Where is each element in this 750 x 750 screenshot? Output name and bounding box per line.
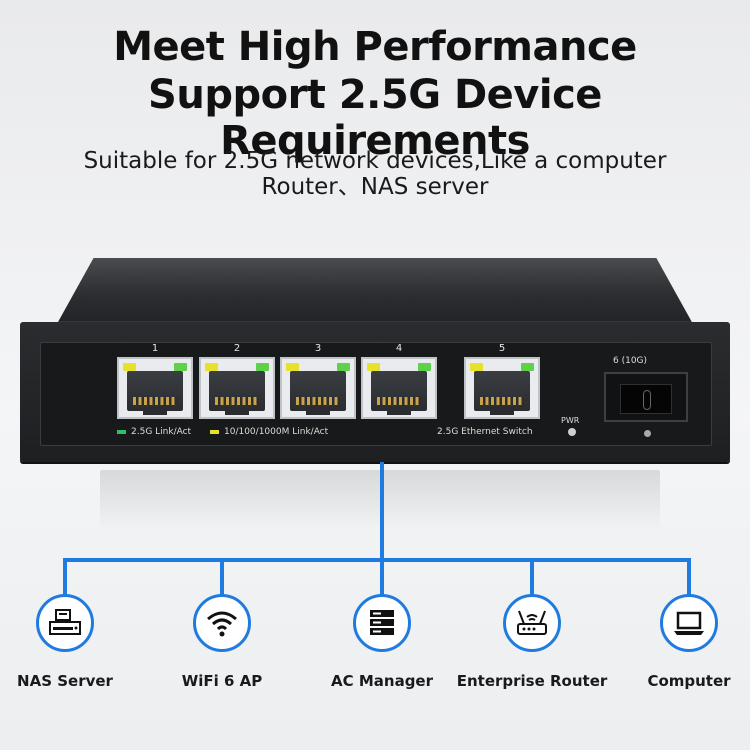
subtitle-line-1: Suitable for 2.5G network devices,Like a…: [83, 148, 667, 174]
device-label-ac: AC Manager: [331, 672, 433, 690]
port-number-5: 5: [498, 343, 506, 354]
rj45-port-2: [199, 357, 275, 419]
rj45-port-1: [117, 357, 193, 419]
switch-model-label: 2.5G Ethernet Switch: [437, 427, 533, 437]
nas-server-icon: [36, 594, 94, 652]
trunk-line: [380, 462, 384, 562]
sfp-port: [604, 372, 688, 422]
subtitle-line-2: Router、NAS server: [261, 174, 489, 200]
port-number-4: 4: [395, 343, 403, 354]
port-number-3: 3: [314, 343, 322, 354]
legend-100m: 10/100/1000M Link/Act: [210, 427, 328, 437]
drop-line-2: [220, 558, 224, 596]
rj45-port-4: [361, 357, 437, 419]
router-icon: [503, 594, 561, 652]
headline-line-2: Support 2.5G Device Requirements: [148, 72, 602, 164]
device-label-nas: NAS Server: [17, 672, 113, 690]
legend-25g: 2.5G Link/Act: [117, 427, 191, 437]
rj45-port-5: [464, 357, 540, 419]
pwr-label: PWR: [561, 416, 580, 425]
bus-line: [63, 558, 691, 562]
drop-line-3: [380, 558, 384, 596]
headline-line-1: Meet High Performance: [113, 24, 637, 70]
laptop-icon: [660, 594, 718, 652]
port-number-1: 1: [151, 343, 159, 354]
wifi-icon: [193, 594, 251, 652]
rj45-port-3: [280, 357, 356, 419]
device-label-wifi: WiFi 6 AP: [181, 672, 263, 690]
device-label-router: Enterprise Router: [456, 672, 608, 690]
device-label-computer: Computer: [647, 672, 731, 690]
drop-line-4: [530, 558, 534, 596]
sfp-port-label: 6 (10G): [613, 356, 648, 366]
port-number-2: 2: [233, 343, 241, 354]
drop-line-5: [687, 558, 691, 596]
pwr-led: [568, 428, 576, 436]
switch-top: [58, 258, 692, 322]
ac-manager-icon: [353, 594, 411, 652]
drop-line-1: [63, 558, 67, 596]
sfp-led: [644, 430, 651, 437]
